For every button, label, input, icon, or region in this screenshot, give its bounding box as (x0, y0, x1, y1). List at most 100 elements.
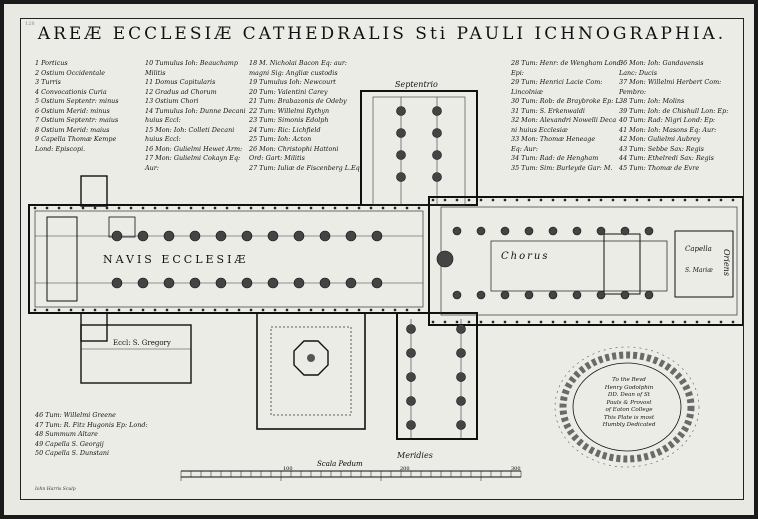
pillar (345, 277, 357, 289)
legend-entry: 36 Mon: Ioh: Gandavensis (619, 59, 704, 67)
legend-entry: 14 Tumulus Ioh: Dunne Decani (145, 106, 246, 115)
wall-dot (57, 308, 61, 312)
legend-entry: 18 M. Nicholai Bacon Eq: aur: (249, 59, 348, 67)
legend-entry: 11 Domus Capitularis (145, 78, 216, 86)
wall-dot (539, 198, 543, 202)
wall-dot (539, 320, 543, 324)
tower-south (80, 312, 108, 342)
wall-dot (731, 320, 735, 324)
wall-dot (309, 308, 313, 312)
wall-dot (467, 320, 471, 324)
wall-dot (587, 198, 591, 202)
pillar (137, 277, 149, 289)
wall-dot (81, 308, 85, 312)
wall-dot (551, 198, 555, 202)
wall-dot (33, 308, 37, 312)
wall-dot (93, 308, 97, 312)
pillar (436, 250, 454, 268)
legend-entry: 23 Tum: Simonis Edolph (249, 116, 329, 124)
legend-entry: 50 Capella S. Dunstani (35, 449, 110, 457)
wall-dot (81, 206, 85, 210)
legend-entry: 43 Tum: Sebbe Sax: Regis (619, 144, 704, 153)
wall-dot (393, 308, 397, 312)
legend-entry: Lincolniæ (511, 87, 544, 96)
legend-entry: 41 Mon: Ioh: Masons Eq: Aur: (619, 125, 717, 134)
pillar (111, 230, 123, 242)
south-transept (396, 312, 478, 440)
north-label: Septentrio (395, 80, 438, 89)
pillar (267, 230, 279, 242)
legend-entry: 26 Mon: Christophi Hattoni (249, 144, 339, 153)
pillar (241, 277, 253, 289)
scale-tick-200: 200 (400, 466, 410, 472)
dedication-line: DD. Dean of St (607, 392, 651, 398)
wall-dot (285, 308, 289, 312)
pillar (371, 277, 383, 289)
east-label: Oriens (722, 249, 731, 276)
wall-dot (225, 206, 229, 210)
pillar (500, 290, 510, 300)
wall-dot (683, 198, 687, 202)
wall-dot (731, 198, 735, 202)
wall-dot (369, 308, 373, 312)
south-label: Meridies (397, 451, 433, 460)
legend-entry: 30 Tum: Rob: de Braybroke Ep: L. (511, 97, 622, 105)
dedication-line: Pauls & Provost (606, 399, 652, 406)
legend-entry: 35 Tum: Sim: Burleyde Gar: M. (511, 163, 613, 172)
st-gregory-label: Eccl: S. Gregory (113, 339, 171, 347)
legend-entry: 38 Tum: Ioh: Molins (619, 97, 685, 105)
wall-dot (695, 320, 699, 324)
plan-title: AREÆ ECCLESIÆ CATHEDRALIS Sti PAULI ICHN… (37, 24, 727, 44)
legend-entry: 6 Ostium Merid: minus (35, 106, 110, 115)
corner-mark: 128 (25, 21, 35, 27)
pillar (476, 290, 486, 300)
pillar (596, 226, 606, 236)
wall-dot (357, 308, 361, 312)
pillar (456, 348, 466, 358)
west-portico (46, 216, 78, 302)
wall-dot (515, 198, 519, 202)
wall-dot (129, 206, 133, 210)
legend-entry: 21 Tum: Brabazonis de Odeby (249, 97, 347, 105)
wall-dot (297, 308, 301, 312)
wall-dot (611, 198, 615, 202)
legend-entry: 24 Tum: Ric: Lichfield (249, 125, 321, 134)
wall-dot (357, 206, 361, 210)
wall-dot (503, 198, 507, 202)
wall-dot (177, 308, 181, 312)
pillar (406, 372, 416, 382)
wall-dot (321, 206, 325, 210)
dedication-line: Henry Godolphin (604, 384, 654, 391)
pillar (215, 230, 227, 242)
wall-dot (33, 206, 37, 210)
legend-entry: 10 Tumulus Ioh: Beauchamp (145, 59, 238, 67)
wall-dot (671, 320, 675, 324)
wall-dot (635, 198, 639, 202)
legend-entry: huius Eccl: (145, 116, 181, 124)
pillar (548, 226, 558, 236)
pillar (476, 226, 486, 236)
pillar (456, 372, 466, 382)
legend-entry: 45 Tum: Thomæ de Evre (619, 163, 700, 172)
wall-dot (225, 308, 229, 312)
legend-entry: 33 Mon: Thomæ Heneage (511, 135, 596, 143)
pillar (293, 230, 305, 242)
pillar (456, 324, 466, 334)
scale-tick-group (180, 471, 522, 481)
wall-dot (273, 206, 277, 210)
pillar (241, 230, 253, 242)
wall-dot (117, 206, 121, 210)
cathedral-ground-plan (28, 90, 743, 481)
cloister-walk (270, 326, 352, 416)
cloister-outer (256, 312, 366, 430)
legend-entry: 46 Tum: Willelmi Greene (35, 411, 116, 419)
pillar (406, 396, 416, 406)
wall-dot (333, 308, 337, 312)
legend-entry: Aur: (145, 163, 159, 172)
legend-entry: 4 Convocationis Curia (35, 87, 107, 96)
wall-dot (69, 206, 73, 210)
pillar (432, 172, 442, 182)
